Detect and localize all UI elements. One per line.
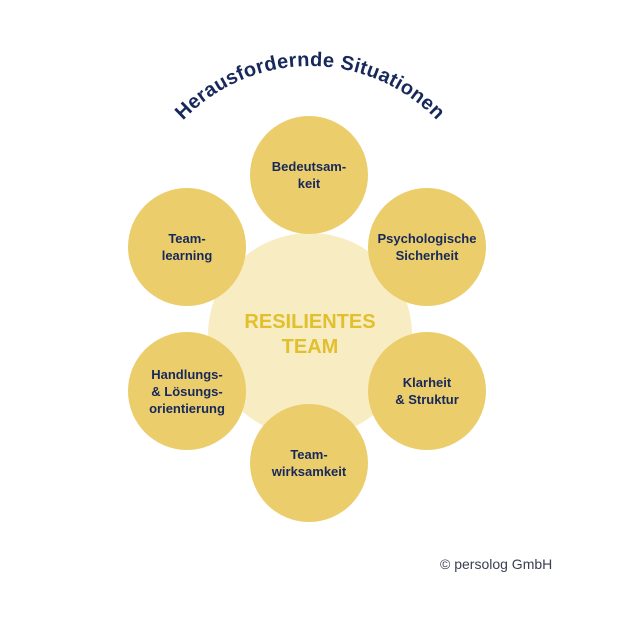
factor-label-line1: Team- <box>290 447 328 462</box>
diagram-title: Herausfordernde Situationen <box>171 49 449 124</box>
factor-bedeutsamkeit[interactable]: Bedeutsam- keit <box>250 116 368 234</box>
factor-label-line2: Sicherheit <box>395 248 459 263</box>
factor-label-line2: & Struktur <box>395 392 459 407</box>
factor-label-line1: Klarheit <box>402 375 452 390</box>
core-label-line2: TEAM <box>281 336 339 358</box>
factor-label-line1: Bedeutsam- <box>271 159 347 174</box>
factor-teamlearning[interactable]: Team- learning <box>128 188 246 306</box>
core-label-line1: RESILIENTES <box>244 311 376 333</box>
factor-label-line2: & Lösungs- <box>151 383 223 399</box>
factor-label-line3: orientierung <box>149 400 225 416</box>
factor-teamwirksamkeit[interactable]: Team- wirksamkeit <box>250 404 368 522</box>
factor-label-line1: Psychologische <box>377 231 477 246</box>
factor-psychologische-sicherheit[interactable]: Psychologische Sicherheit <box>368 188 486 306</box>
factor-label-line2: learning <box>161 248 213 263</box>
factor-label-line2: keit <box>297 176 321 191</box>
core-label: RESILIENTES TEAM <box>208 233 412 437</box>
copyright-notice: © persolog GmbH <box>440 556 553 572</box>
factor-handlungs-loesungsorientierung[interactable]: Handlungs- & Lösungs- orientierung <box>128 332 246 450</box>
factor-label-line1: Team- <box>168 231 206 246</box>
factor-label-line1: Handlungs- <box>151 366 223 382</box>
factor-label-line2: wirksamkeit <box>271 464 347 479</box>
factor-klarheit-struktur[interactable]: Klarheit & Struktur <box>368 332 486 450</box>
